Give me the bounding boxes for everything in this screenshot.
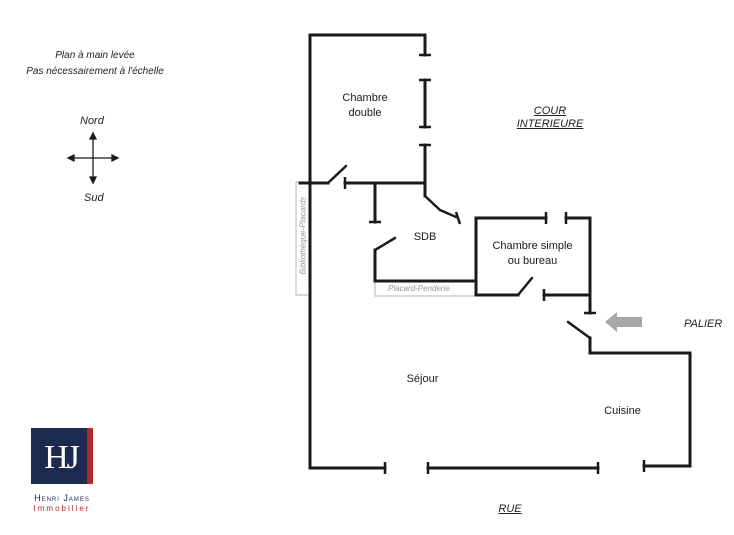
room-chambre-double-line2: double <box>348 107 382 119</box>
wall-end-caps <box>343 53 646 474</box>
logo-navy-front <box>31 428 87 484</box>
placard-penderie-label: Placard-Penderie <box>388 284 450 293</box>
room-chambre-double-line1: Chambre <box>342 92 388 104</box>
brand-name: Henri James <box>34 493 90 503</box>
cour-label-line2: INTERIEURE <box>516 118 584 130</box>
bibliotheque-placards-label: Bibliothèque-Placards <box>298 196 308 275</box>
plan-note-line2: Pas nécessairement à l'échelle <box>26 66 164 77</box>
compass-south-label: Sud <box>84 192 104 204</box>
brand-subtitle: Immobilier <box>33 504 91 513</box>
plan-note-line1: Plan à main levée <box>55 50 135 61</box>
room-cuisine: Cuisine <box>604 405 641 417</box>
doors <box>326 164 592 340</box>
room-chambre-double: Chambre double <box>330 91 400 121</box>
entry-arrow-icon <box>605 312 642 332</box>
compass-north-label: Nord <box>80 115 104 127</box>
brand-logo: HJ <box>31 428 91 488</box>
room-chambre-simple-line2: ou bureau <box>507 255 558 267</box>
cour-label-line1: COUR <box>533 105 567 117</box>
rue-label: RUE <box>498 503 522 515</box>
room-sejour: Séjour <box>406 373 439 385</box>
compass-icon <box>66 131 120 185</box>
palier-label: PALIER <box>684 318 723 330</box>
walls <box>298 33 692 470</box>
room-chambre-simple: Chambre simple ou bureau <box>480 239 585 269</box>
cour-interieure-label: COUR INTERIEURE <box>510 105 590 131</box>
room-sdb: SDB <box>413 231 437 243</box>
brand-monogram: HJ <box>44 439 80 476</box>
room-chambre-simple-line1: Chambre simple <box>492 240 573 252</box>
